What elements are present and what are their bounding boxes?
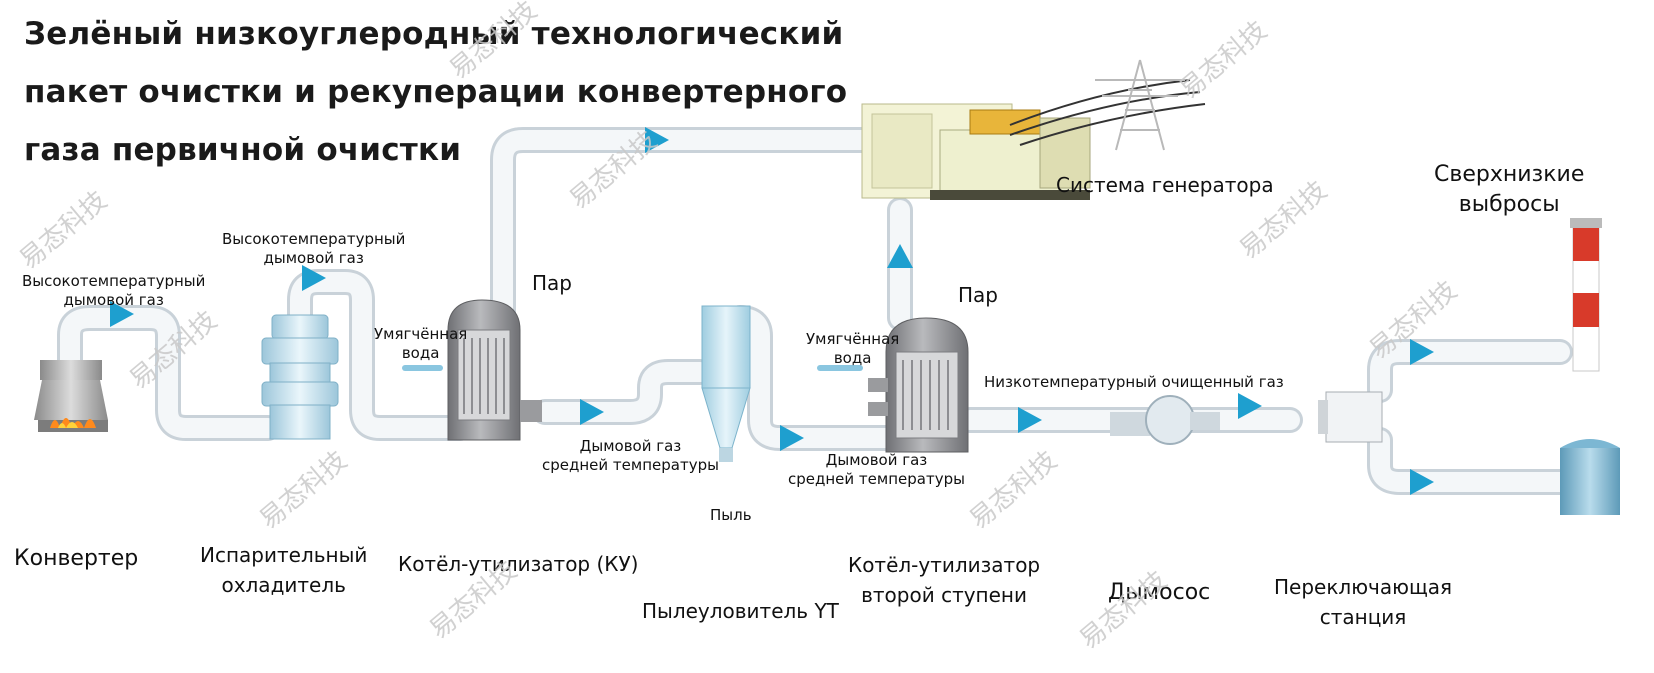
- flow-arrow-icon: [1410, 469, 1434, 495]
- title-line-2: пакет очистки и рекуперации конвертерног…: [24, 74, 848, 110]
- flow-arrow-icon: [1018, 407, 1042, 433]
- induced-draft-fan: [1110, 395, 1220, 445]
- label-dust: Пыль: [710, 506, 752, 524]
- flow-arrow-icon: [1410, 339, 1434, 365]
- chimney-icon: [1570, 218, 1602, 372]
- cyclone-dust-collector: [701, 305, 751, 462]
- flow-arrow-icon: [645, 127, 669, 153]
- flow-arrow-icon: [580, 399, 604, 425]
- flow-arrow-icon: [302, 265, 326, 291]
- generator-system: [861, 79, 1206, 200]
- stage-fan: Дымосос: [1108, 580, 1211, 605]
- label-steam-2: Пар: [958, 283, 998, 307]
- label-steam-1: Пар: [532, 271, 572, 295]
- switch-station: [1318, 391, 1383, 443]
- pylon-icon: [1095, 59, 1185, 151]
- flow-arrows: [110, 127, 1434, 495]
- flow-arrow-icon: [887, 244, 913, 268]
- waste-heat-boiler-1: [447, 299, 542, 441]
- flow-arrow-icon: [110, 301, 134, 327]
- storage-tank: [1560, 439, 1620, 515]
- stage-converter: Конвертер: [14, 546, 139, 571]
- evaporative-cooler: [261, 314, 339, 440]
- flow-arrow-icon: [780, 425, 804, 451]
- label-generator: Система генератора: [1056, 173, 1274, 197]
- flow-arrow-icon: [1238, 393, 1262, 419]
- stage-dust-collector: Пылеуловитель YT: [642, 599, 839, 623]
- title-line-3: газа первичной очистки: [24, 132, 462, 168]
- waste-heat-boiler-2: [868, 317, 969, 453]
- title-line-1: Зелёный низкоуглеродный технологический: [24, 16, 844, 52]
- stage-boiler-1: Котёл-утилизатор (КУ): [398, 552, 639, 576]
- converter: [34, 360, 108, 432]
- fire-icon: [50, 418, 96, 428]
- label-clean-gas: Низкотемпературный очищенный газ: [984, 373, 1284, 391]
